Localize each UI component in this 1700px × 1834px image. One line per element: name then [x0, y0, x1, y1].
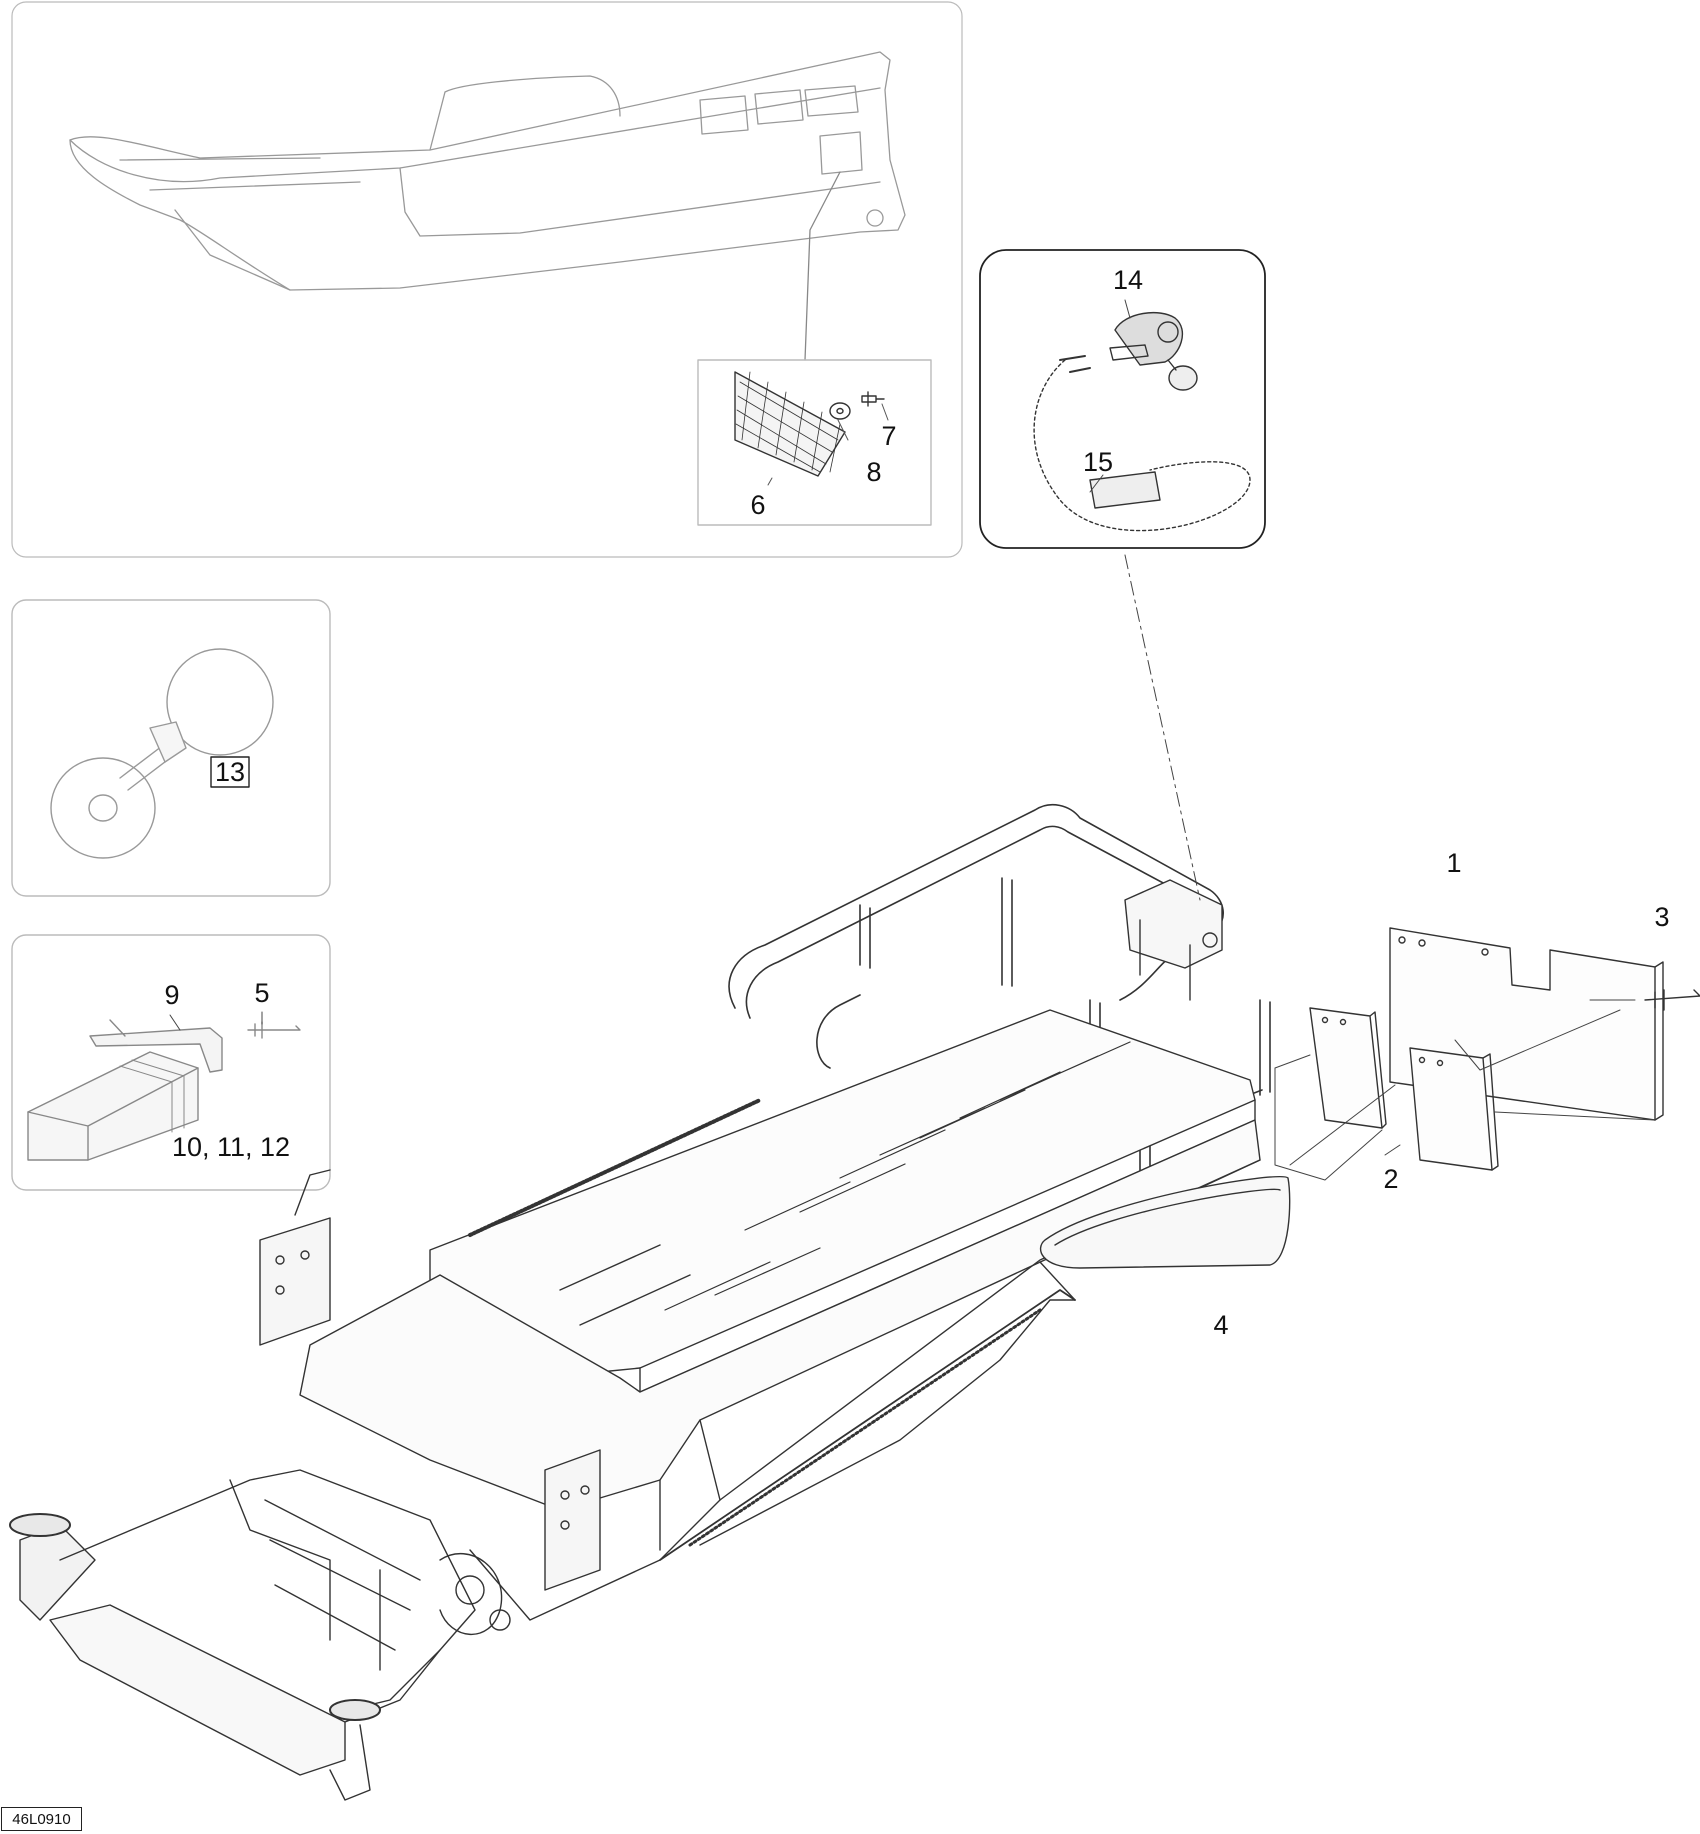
decal-6	[734, 371, 846, 477]
seat-inset	[11, 1, 963, 558]
callouts: 1 2 3 4 5 6 7 8 9 10, 11, 12 13 14 15	[164, 265, 1669, 1340]
screw-7	[861, 391, 885, 407]
callout-9: 9	[164, 980, 179, 1010]
callout-6: 6	[750, 490, 765, 520]
callout-15: 15	[1083, 447, 1113, 477]
bracket-9	[89, 1019, 223, 1073]
decal-detail	[697, 359, 932, 526]
pad-10-12	[27, 1051, 199, 1161]
tether-cord-15	[1033, 355, 1251, 532]
callout-3: 3	[1654, 902, 1669, 932]
rivet-3	[1644, 989, 1700, 1011]
rivet-5	[247, 1021, 301, 1039]
callout-7: 7	[881, 421, 896, 451]
key-inset	[979, 249, 1266, 549]
callout-14: 14	[1113, 265, 1143, 295]
horn-inset	[11, 599, 331, 897]
seat-drawing	[69, 51, 906, 361]
washer-8	[829, 402, 851, 420]
bracket-inset	[11, 934, 331, 1191]
leader-lines	[169, 554, 1656, 1181]
callout-10-11-12: 10, 11, 12	[172, 1132, 290, 1162]
callout-5: 5	[254, 978, 269, 1008]
flaps-2	[1309, 1007, 1499, 1171]
callout-2: 2	[1383, 1164, 1398, 1194]
callout-8: 8	[866, 457, 881, 487]
chassis-drawing	[9, 803, 1271, 1801]
drawing-id-label: 46L0910	[1, 1807, 82, 1831]
callout-13: 13	[215, 757, 245, 787]
key-14	[1109, 311, 1198, 391]
callout-4: 4	[1213, 1310, 1228, 1340]
horn-13	[50, 648, 274, 859]
front-frame	[9, 1469, 511, 1801]
skid-plate-4	[1040, 1176, 1291, 1269]
callout-1: 1	[1446, 848, 1461, 878]
